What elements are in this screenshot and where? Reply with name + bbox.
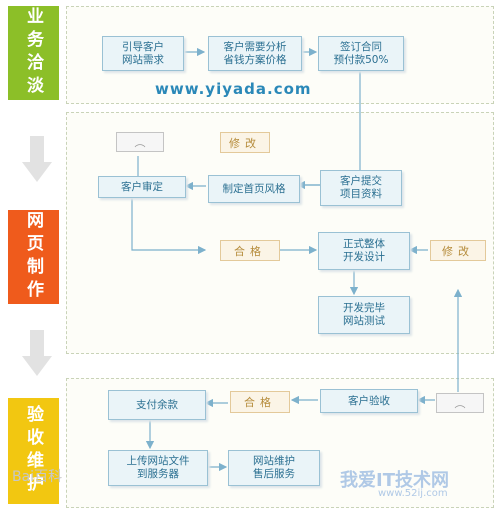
tag-pass-2: 合格 <box>230 391 290 413</box>
node-client-acceptance: 客户验收 <box>320 389 418 413</box>
node-upload-files: 上传网站文件 到服务器 <box>108 450 208 486</box>
baidu-watermark: Bai百科 <box>12 469 63 485</box>
down-arrow-icon <box>22 136 52 182</box>
node-pay-balance: 支付余款 <box>108 390 206 420</box>
node-maintenance: 网站维护 售后服务 <box>228 450 320 486</box>
node-site-testing: 开发完毕 网站测试 <box>318 296 410 334</box>
stage-label-acceptance: 验收维护 <box>8 398 59 504</box>
reject-face-icon: ︵ <box>436 393 484 413</box>
node-client-review: 客户审定 <box>98 176 186 198</box>
node-guide-requirements: 引导客户 网站需求 <box>102 36 184 71</box>
tag-modify-1: 修改 <box>220 132 270 153</box>
node-submit-materials: 客户提交 项目资料 <box>320 170 402 206</box>
node-homepage-style: 制定首页风格 <box>208 175 300 203</box>
tag-modify-2: 修改 <box>430 240 486 261</box>
reject-face-icon: ︵ <box>116 132 164 152</box>
panel-production <box>66 112 494 354</box>
stage-label-business: 业务洽淡 <box>8 6 59 100</box>
site-url-watermark: www.52ij.com <box>378 488 448 499</box>
stage-label-production: 网页制作 <box>8 210 59 304</box>
node-needs-analysis: 客户需要分析 省钱方案价格 <box>208 36 302 71</box>
tag-pass-1: 合格 <box>220 240 280 261</box>
down-arrow-icon <box>22 330 52 376</box>
node-sign-contract: 签订合同 预付款50% <box>318 36 404 71</box>
website-url: www.yiyada.com <box>155 80 312 98</box>
node-full-development: 正式整体 开发设计 <box>318 232 410 270</box>
site-watermark: 我爱IT技术网 <box>340 470 449 491</box>
